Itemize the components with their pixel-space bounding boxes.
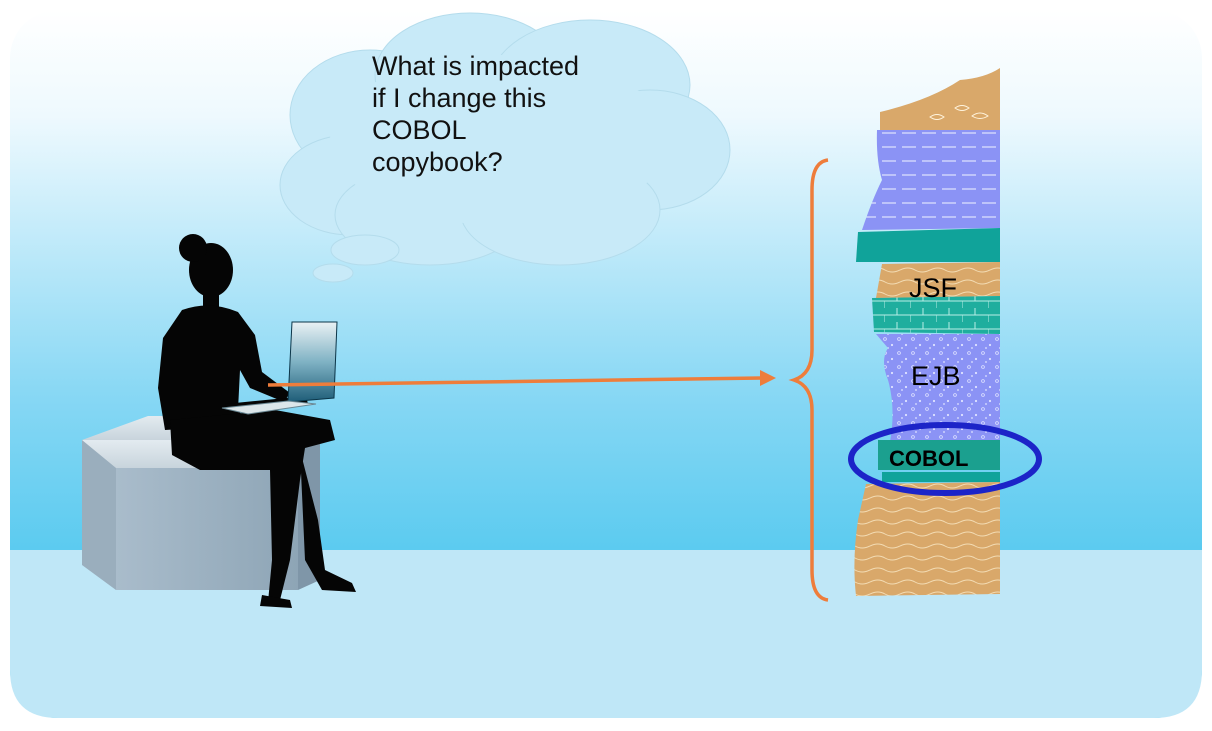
thought-bubble-text: What is impacted if I change this COBOL … — [372, 50, 672, 178]
layer-label-cobol: COBOL — [889, 446, 969, 471]
thought-line-2: if I change this — [372, 83, 547, 113]
thought-line-1: What is impacted — [372, 51, 580, 81]
technology-strata-column — [854, 68, 1000, 596]
cobol-highlight-ellipse — [848, 422, 1042, 496]
layer-label-jsf: JSF — [909, 273, 958, 303]
layer-label-ejb: EJB — [911, 361, 961, 391]
woman-silhouette-icon — [158, 234, 356, 608]
stack-brace — [788, 158, 829, 602]
impact-arrow — [267, 370, 776, 387]
thought-line-3: COBOL — [372, 115, 467, 145]
laptop-icon — [221, 321, 338, 415]
thought-line-4: copybook? — [372, 147, 503, 177]
thought-bubble-icon — [279, 12, 731, 283]
